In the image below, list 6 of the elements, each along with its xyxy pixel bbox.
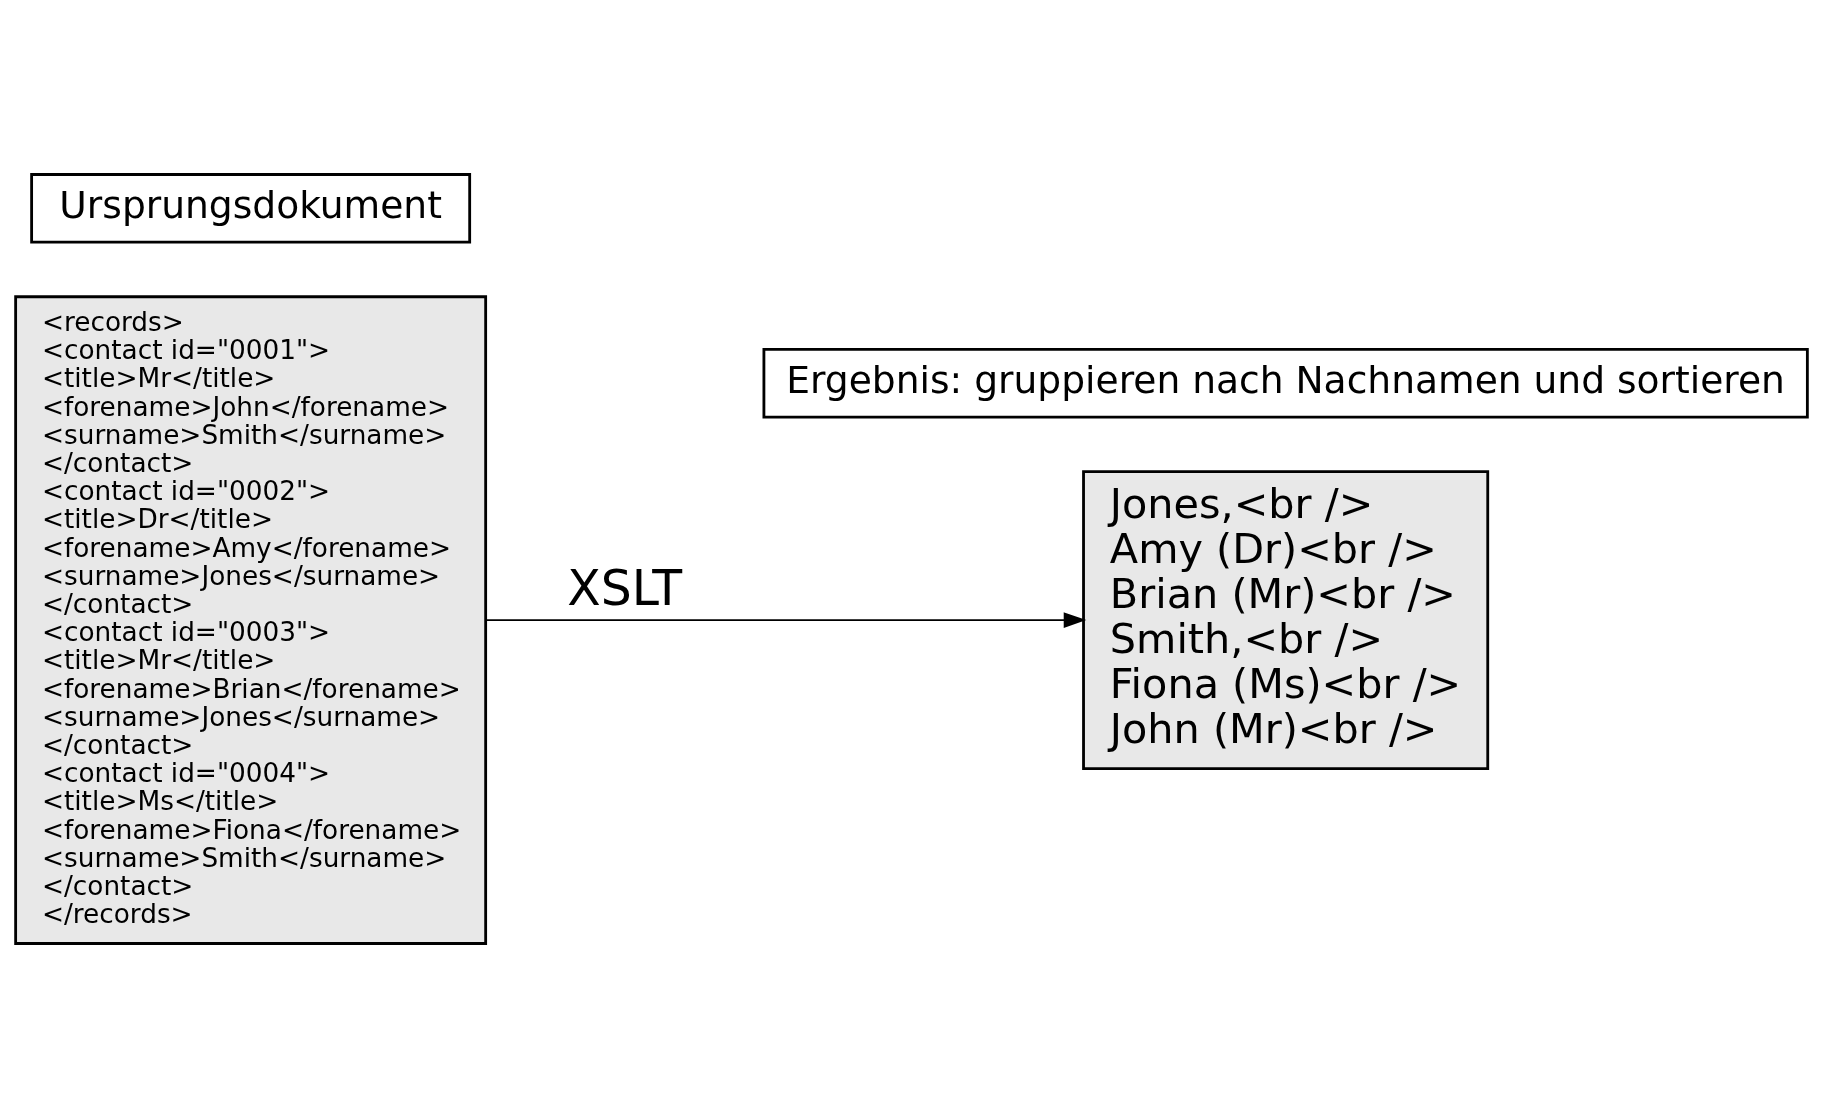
node-box: Ergebnis: gruppieren nach Nachnamen und sortieren bbox=[762, 347, 1809, 418]
node-box: <records> <contact id="0001"> <title>Mr</title> <forename>John</forename> <surname>Smith</surname> </contact> <contact id="0002"> <title>Dr</title> <forename>Amy</forename> <surname>Jones</surname> </contact> <contact id="0003"> <title>Mr</title> <forename>Brian</forename> <surname>Jones</surname> </contact> <contact id="0004"> <title>Ms</title> <forename>Fiona</forename> <surname>Smith</surname> </contact> </records> bbox=[14, 294, 488, 945]
node-box: Jones,<br /> Amy (Dr)<br /> Brian (Mr)<br /> Smith,<br /> Fiona (Ms)<br /> John (Mr)<br /> bbox=[1082, 469, 1490, 770]
node-box: Ursprungsdokument bbox=[30, 172, 472, 244]
edge-label: XSLT bbox=[567, 559, 683, 617]
arrow bbox=[484, 611, 1087, 628]
